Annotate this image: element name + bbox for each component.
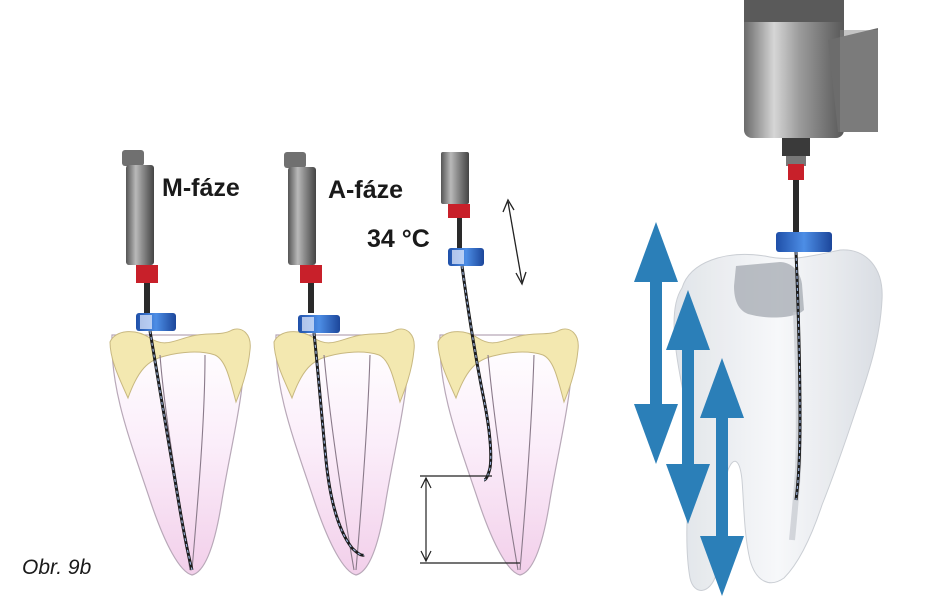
file-shank — [308, 283, 314, 313]
file-a-phase — [284, 152, 365, 557]
tooth-enamel — [273, 328, 415, 404]
arrow-large-3 — [700, 358, 744, 596]
file-red-band — [788, 164, 804, 180]
tooth-root — [275, 334, 410, 576]
file-handle — [126, 165, 154, 265]
handpiece-collar — [782, 138, 810, 156]
handpiece-head — [744, 8, 844, 138]
file-cap — [284, 152, 306, 168]
file-red-band — [136, 265, 158, 283]
temperature-label: 34 °C — [367, 225, 430, 253]
tooth-enamel — [109, 328, 251, 404]
tooth-m-phase — [109, 328, 251, 576]
root-canal — [487, 354, 535, 571]
depth-dimension — [420, 475, 520, 564]
file-m-phase — [122, 150, 194, 571]
stopper-highlight — [302, 317, 314, 331]
file-handle — [288, 167, 316, 265]
tooth-a-phase — [273, 328, 415, 576]
file-flutes — [313, 332, 365, 556]
molar-pulp-chamber — [734, 262, 804, 318]
file-in-handpiece — [776, 164, 832, 501]
file-shank — [793, 180, 799, 232]
chuck — [786, 156, 806, 166]
tooth-withdrawn — [437, 328, 579, 576]
large-molar — [673, 249, 883, 591]
phase-m-label: M-fáze — [162, 174, 240, 202]
motion-double-arrow — [502, 198, 527, 286]
endodontic-handpiece — [744, 0, 878, 166]
tooth-root — [111, 334, 246, 576]
file-red-band — [300, 265, 322, 283]
tooth-root — [439, 334, 574, 576]
stopper-highlight — [452, 250, 464, 264]
file-shank — [144, 283, 150, 313]
arrow-large-2 — [666, 290, 710, 524]
file-handle — [441, 152, 469, 204]
figure-caption: Obr. 9b — [22, 556, 92, 579]
rubber-stopper — [776, 232, 832, 252]
handpiece-neck-shade — [840, 30, 878, 132]
arrow-large-1 — [634, 222, 678, 464]
file-instrument — [794, 251, 802, 501]
phase-a-label: A-fáze — [328, 176, 403, 204]
handpiece-head-top — [744, 0, 844, 22]
file-shank — [457, 218, 462, 248]
file-red-band — [448, 204, 470, 218]
file-cap — [122, 150, 144, 166]
stopper-highlight — [140, 315, 152, 329]
file-flutes — [149, 330, 193, 571]
